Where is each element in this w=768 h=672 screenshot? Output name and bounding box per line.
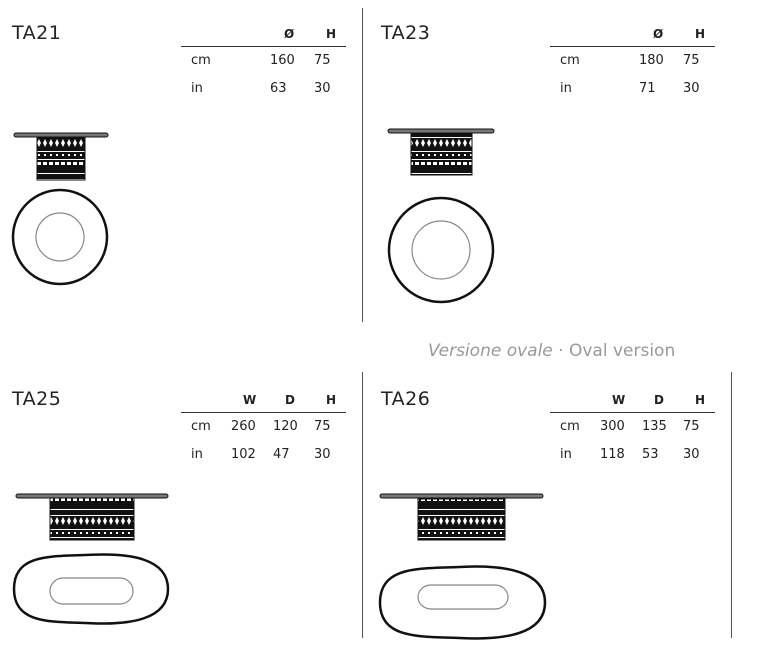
column-header: H	[695, 393, 706, 407]
tabletop-side-view	[13, 132, 109, 138]
column-header: W	[612, 393, 626, 407]
table-row: cm 180 75	[550, 47, 715, 75]
dimension-value: 102	[231, 447, 256, 462]
dimension-value: 30	[683, 81, 700, 96]
dimension-value: 160	[270, 53, 295, 68]
column-header: Ø	[653, 27, 664, 41]
unit-label: in	[560, 81, 572, 96]
decorated-base-side-view	[49, 497, 135, 541]
product-code: TA25	[12, 388, 62, 410]
column-header: D	[654, 393, 664, 407]
dimension-value: 75	[683, 53, 700, 68]
dimension-value: 30	[314, 81, 331, 96]
table-row: in 63 30	[181, 75, 346, 103]
column-header: H	[326, 393, 337, 407]
tabletop-plan-view	[378, 565, 547, 640]
table-row: cm 160 75	[181, 47, 346, 75]
dimension-value: 300	[600, 419, 625, 434]
dimension-value: 180	[639, 53, 664, 68]
dimension-value: 75	[683, 419, 700, 434]
tabletop-plan-view	[11, 188, 109, 286]
column-header: D	[285, 393, 295, 407]
base-plan-outline	[49, 577, 134, 605]
column-header: H	[326, 27, 337, 41]
column-header: W	[243, 393, 257, 407]
base-plan-outline	[417, 584, 509, 610]
product-code: TA23	[381, 22, 431, 44]
dimension-value: 30	[683, 447, 700, 462]
table-row: cm 260 120 75	[181, 413, 346, 441]
unit-label: cm	[191, 419, 211, 434]
unit-label: in	[191, 81, 203, 96]
divider	[362, 8, 363, 322]
tabletop-plan-view	[12, 553, 170, 625]
dimension-value: 118	[600, 447, 625, 462]
base-plan-outline	[411, 220, 471, 280]
table-row: in 71 30	[550, 75, 715, 103]
oval-version-note: Versione ovale · Oval version	[428, 341, 676, 361]
column-header: Ø	[284, 27, 295, 41]
column-header: H	[695, 27, 706, 41]
dimension-value: 63	[270, 81, 287, 96]
tabletop-plan-view	[387, 196, 495, 304]
dimension-value: 53	[642, 447, 659, 462]
decorated-base-side-view	[36, 137, 86, 181]
dimension-value: 75	[314, 419, 331, 434]
dimension-value: 260	[231, 419, 256, 434]
product-code: TA21	[12, 22, 62, 44]
unit-label: cm	[560, 419, 580, 434]
base-plan-outline	[35, 212, 85, 262]
unit-label: in	[191, 447, 203, 462]
dimension-value: 47	[273, 447, 290, 462]
dimension-value: 71	[639, 81, 656, 96]
product-code: TA26	[381, 388, 431, 410]
tabletop-side-view	[15, 493, 169, 499]
divider	[731, 372, 732, 638]
dimension-value: 30	[314, 447, 331, 462]
table-row: in 102 47 30	[181, 441, 346, 469]
unit-label: cm	[191, 53, 211, 68]
table-row: in 118 53 30	[550, 441, 715, 469]
tabletop-side-view	[387, 128, 495, 134]
dimension-value: 135	[642, 419, 667, 434]
table-row: cm 300 135 75	[550, 413, 715, 441]
dimension-value: 75	[314, 53, 331, 68]
dimension-value: 120	[273, 419, 298, 434]
unit-label: cm	[560, 53, 580, 68]
decorated-base-side-view	[410, 133, 473, 176]
decorated-base-side-view	[417, 498, 506, 541]
tabletop-side-view	[379, 493, 544, 499]
divider	[362, 372, 363, 638]
unit-label: in	[560, 447, 572, 462]
